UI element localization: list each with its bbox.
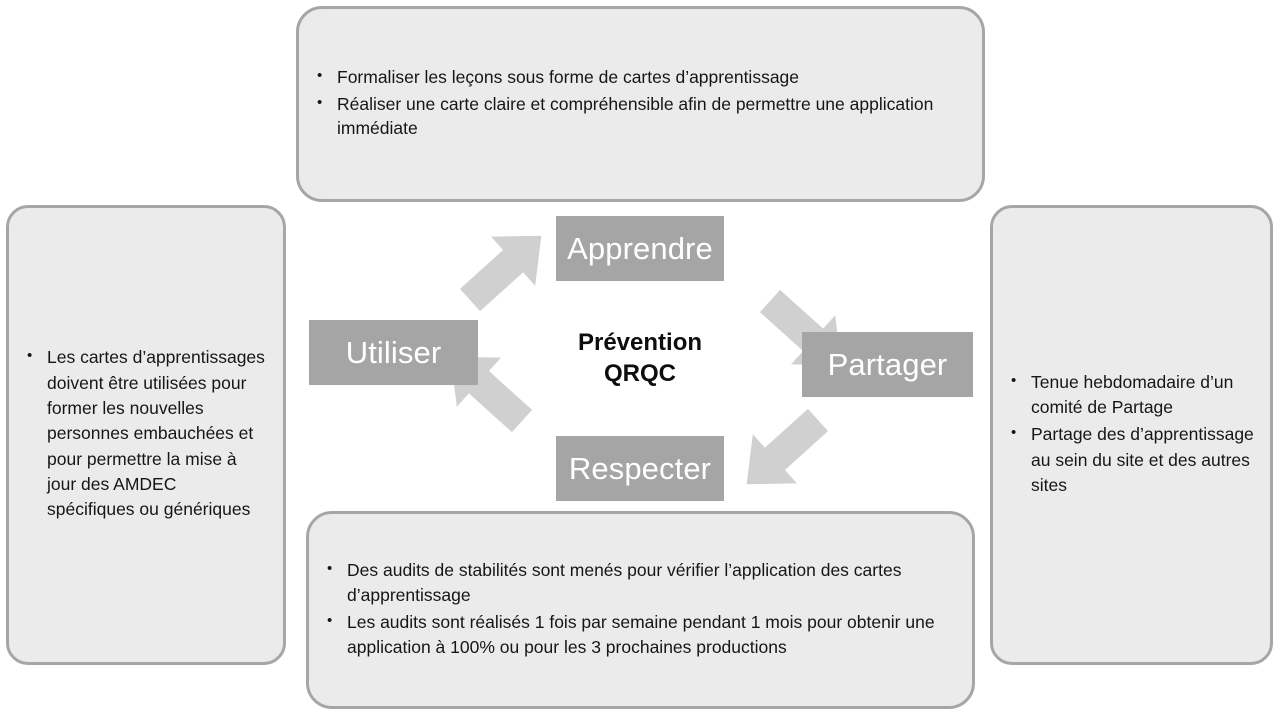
list-item: Des audits de stabilités sont menés pour… (317, 558, 944, 608)
cycle-hub-title: Prévention QRQC (540, 311, 740, 407)
callout-utiliser: Les cartes d’apprentissages doivent être… (6, 205, 286, 665)
callout-utiliser-bullets: Les cartes d’apprentissages doivent être… (9, 345, 283, 525)
arrow-partager-to-respecter-icon (746, 408, 829, 485)
list-item: Tenue hebdomadaire d’un comité de Partag… (1001, 370, 1256, 421)
cycle-node-label: Apprendre (567, 231, 713, 266)
callout-respecter-bullets: Des audits de stabilités sont menés pour… (309, 558, 972, 661)
callout-apprendre-bullets: Formaliser les leçons sous forme de cart… (299, 65, 982, 144)
arrow-utiliser-to-apprendre-icon (459, 235, 542, 312)
cycle-diagram: Apprendre Partager Respecter Utiliser Pr… (300, 205, 990, 515)
cycle-node-utiliser[interactable]: Utiliser (309, 320, 478, 385)
cycle-node-label: Partager (827, 347, 948, 382)
list-item: Partage des d’apprentissage au sein du s… (1001, 422, 1256, 498)
cycle-node-partager[interactable]: Partager (802, 332, 973, 397)
callout-partager-bullets: Tenue hebdomadaire d’un comité de Partag… (993, 370, 1270, 501)
cycle-node-apprendre[interactable]: Apprendre (556, 216, 724, 281)
cycle-node-label: Respecter (568, 451, 712, 486)
list-item: Les cartes d’apprentissages doivent être… (17, 345, 267, 523)
cycle-node-respecter[interactable]: Respecter (556, 436, 724, 501)
cycle-hub-line-2: QRQC (604, 360, 676, 387)
callout-partager: Tenue hebdomadaire d’un comité de Partag… (990, 205, 1273, 665)
cycle-node-label: Utiliser (345, 335, 442, 370)
callout-apprendre: Formaliser les leçons sous forme de cart… (296, 6, 985, 202)
callout-respecter: Des audits de stabilités sont menés pour… (306, 511, 975, 709)
list-item: Réaliser une carte claire et compréhensi… (307, 92, 952, 142)
list-item: Formaliser les leçons sous forme de cart… (307, 65, 952, 90)
cycle-hub-line-1: Prévention (577, 329, 703, 357)
list-item: Les audits sont réalisés 1 fois par sema… (317, 610, 944, 660)
